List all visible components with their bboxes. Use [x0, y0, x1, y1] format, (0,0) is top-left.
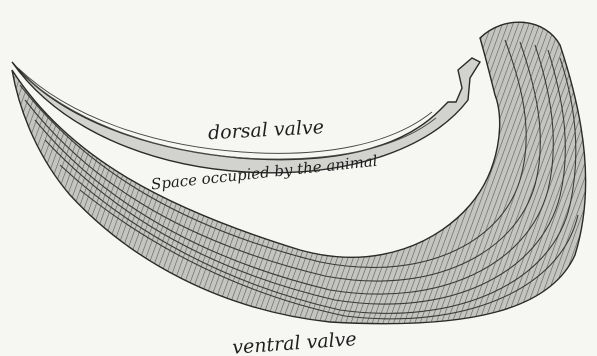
ventral-valve-label: ventral valve — [232, 328, 358, 356]
dorsal-valve-label: dorsal valve — [208, 116, 325, 144]
